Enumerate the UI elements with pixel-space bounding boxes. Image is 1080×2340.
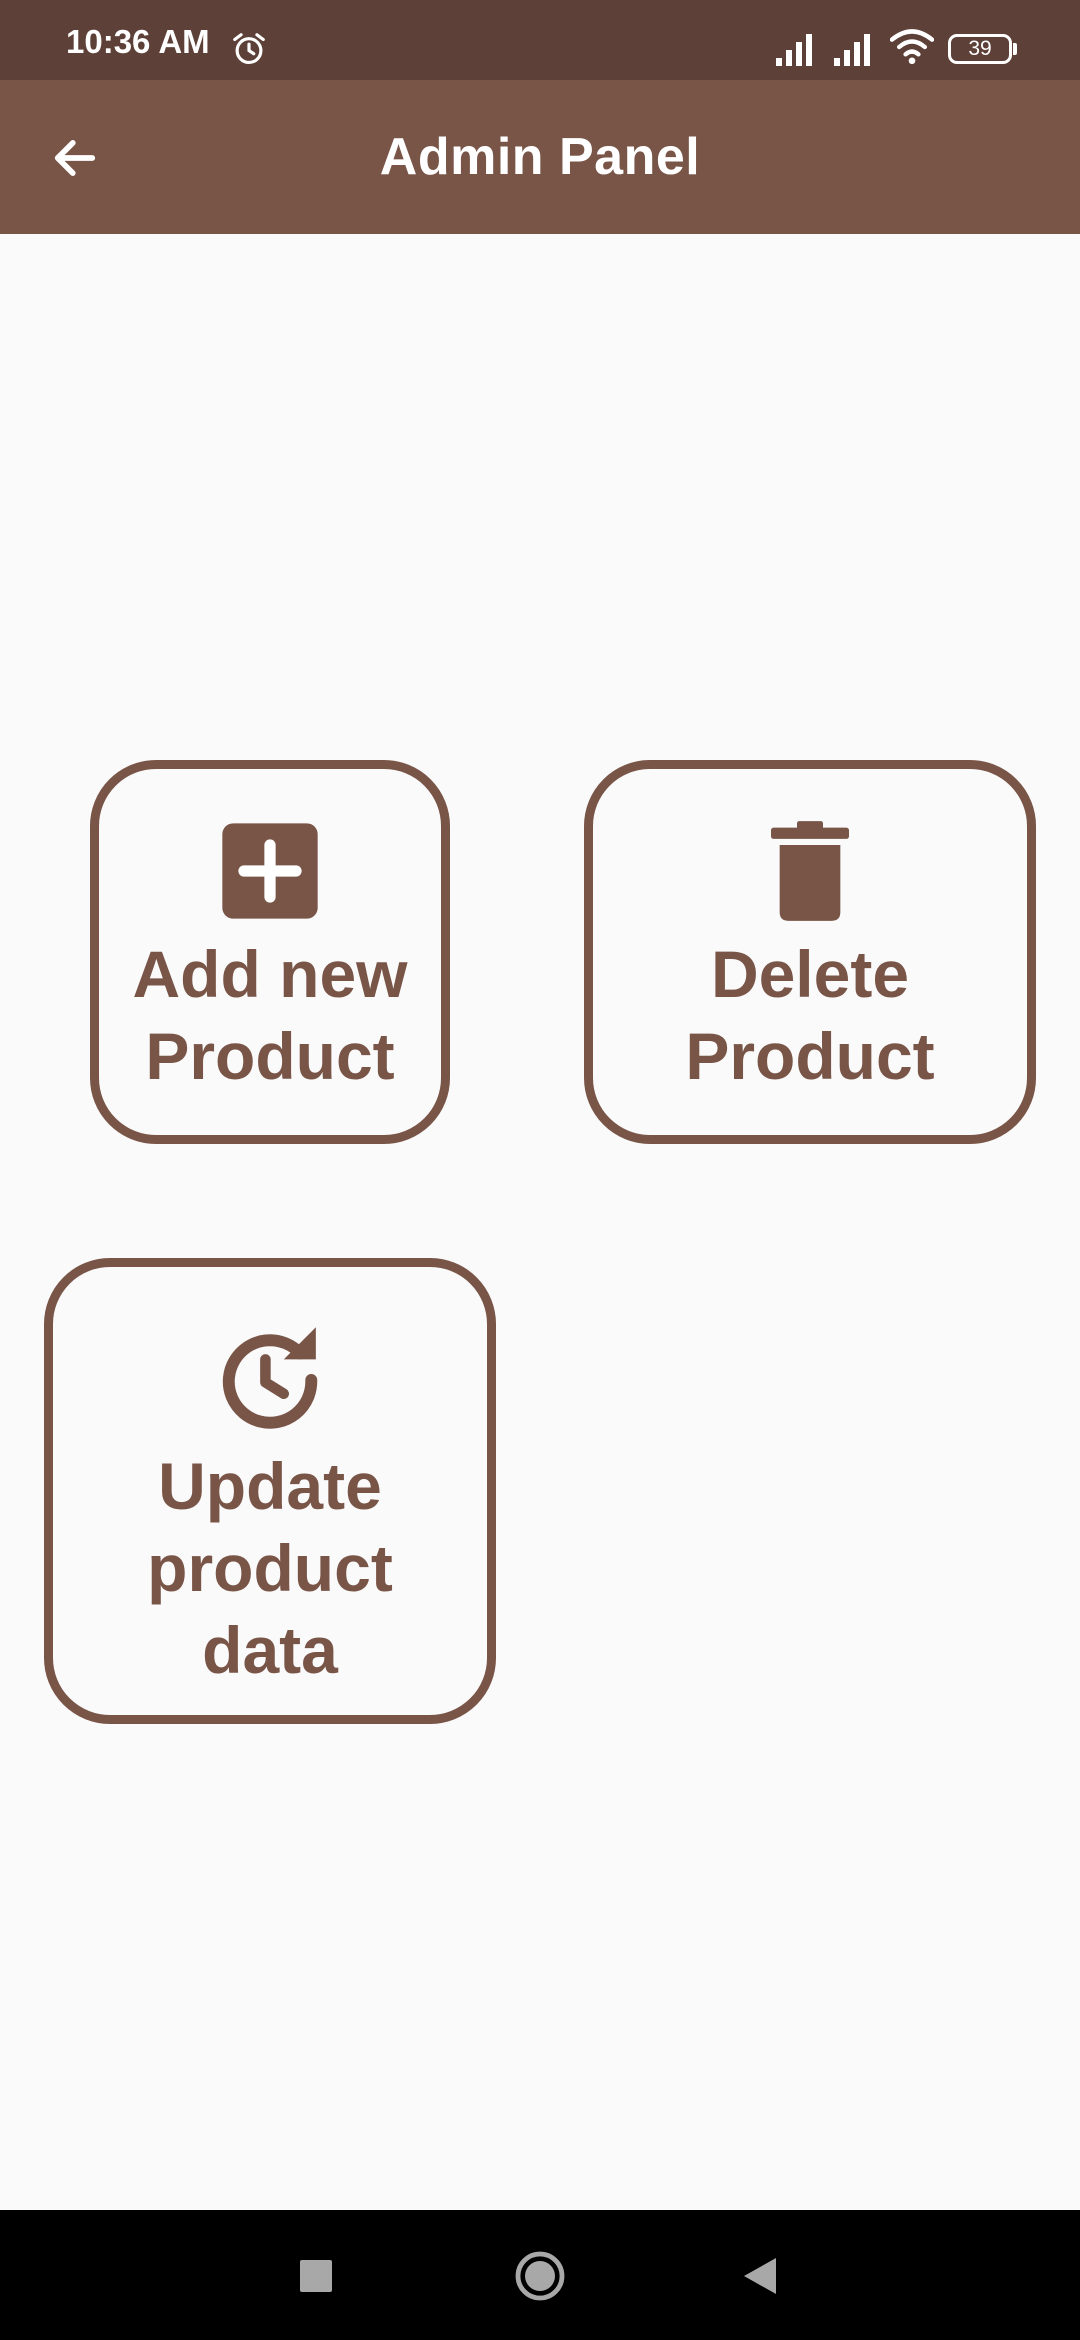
status-bar: 10:36 AM 39 [0, 0, 1080, 80]
trash-icon [771, 821, 849, 921]
update-clock-icon [222, 1327, 318, 1429]
navigation-bar [0, 2210, 1080, 2340]
arrow-left-icon [54, 140, 96, 176]
update-product-label: Update product data [147, 1449, 393, 1687]
page-title: Admin Panel [379, 128, 701, 186]
delete-product-button[interactable]: Delete Product [584, 760, 1036, 1144]
alarm-icon [233, 33, 265, 65]
add-product-label: Add new Product [132, 937, 408, 1093]
status-time: 10:36 AM [66, 23, 210, 60]
signal-icon [834, 34, 870, 66]
wifi-icon [890, 29, 934, 65]
add-box-icon [222, 823, 318, 919]
app-bar: Admin Panel [0, 80, 1080, 234]
home-icon[interactable] [514, 2250, 566, 2302]
delete-product-label: Delete Product [685, 937, 935, 1093]
battery-tip [1013, 43, 1017, 55]
back-button[interactable] [30, 113, 120, 203]
back-icon[interactable] [742, 2256, 778, 2296]
update-product-button[interactable]: Update product data [44, 1258, 496, 1724]
signal-icon [776, 34, 812, 66]
recent-apps-icon[interactable] [300, 2260, 332, 2292]
add-product-button[interactable]: Add new Product [90, 760, 450, 1144]
battery-level: 39 [968, 37, 992, 60]
battery-icon: 39 [948, 34, 1012, 64]
